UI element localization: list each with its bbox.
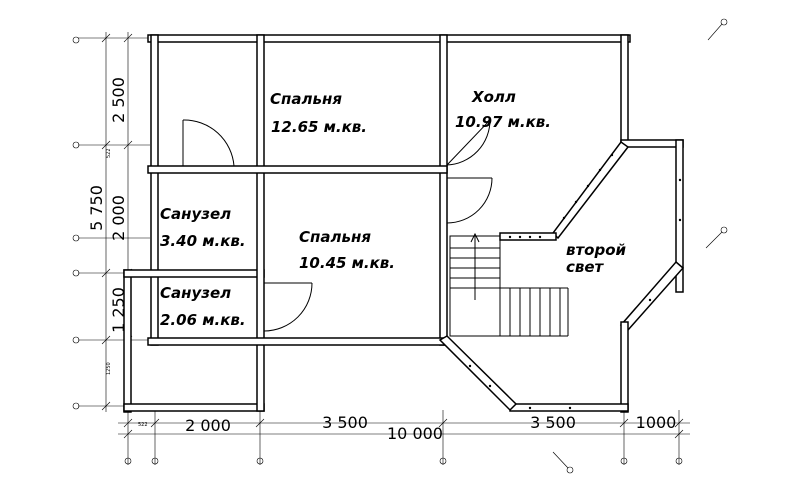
room-bedroom-2-area: 10.45 м.кв. (299, 254, 395, 272)
svg-text:522: 522 (138, 422, 148, 428)
room-bathroom-1-area: 3.40 м.кв. (160, 232, 246, 250)
left-dimension-chain: 522 1250 (78, 32, 150, 412)
dim-vertical-top: 2 500 (109, 77, 128, 123)
room-bathroom-2-name: Санузел (160, 284, 231, 302)
room-second-light-line2: свет (566, 258, 605, 276)
staircase (449, 232, 569, 337)
dim-horizontal-fourth: 1000 (636, 413, 677, 432)
room-bedroom-1-area: 12.65 м.кв. (271, 118, 367, 136)
room-second-light-line1: второй (566, 241, 627, 259)
dim-horizontal-third: 3 500 (530, 413, 576, 432)
wall-markers (468, 153, 682, 410)
room-hall-name: Холл (471, 88, 516, 106)
room-hall-area: 10.97 м.кв. (455, 113, 551, 131)
room-bathroom-2-area: 2.06 м.кв. (160, 311, 246, 329)
bottom-dimension-chain: 522 (118, 410, 690, 465)
dim-horizontal-second: 3 500 (322, 413, 368, 432)
room-bedroom-1-name: Спальня (270, 90, 342, 108)
dim-vertical-middle: 2 000 (109, 195, 128, 241)
doors (182, 119, 493, 332)
bottom-axis-markers (124, 457, 683, 465)
left-axis-markers (72, 36, 80, 410)
room-bedroom-2-name: Спальня (299, 228, 371, 246)
room-labels: Спальня 12.65 м.кв. Холл 10.97 м.кв. Сан… (160, 88, 627, 329)
dim-horizontal-total: 10 000 (387, 424, 443, 443)
room-bathroom-1-name: Санузел (160, 205, 231, 223)
svg-text:1250: 1250 (106, 362, 112, 375)
walls (123, 34, 685, 413)
svg-text:522: 522 (106, 148, 112, 158)
dim-vertical-total: 5 750 (87, 185, 106, 231)
section-marks (552, 18, 728, 474)
dim-horizontal-first: 2 000 (185, 416, 231, 435)
